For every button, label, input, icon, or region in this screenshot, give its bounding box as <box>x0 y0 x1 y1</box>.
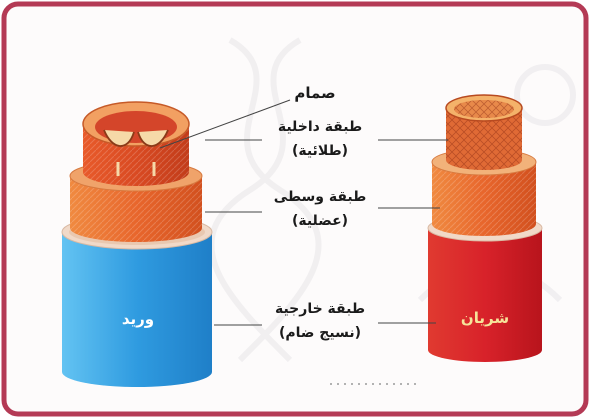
outer-layer-label: طبقة خارجية <box>262 300 378 318</box>
artery-outer-layer <box>428 228 542 362</box>
artery-name-label: شريان <box>450 309 520 327</box>
valve-label: صمام <box>270 84 360 102</box>
inner-layer-label: طبقة داخلية <box>262 118 378 136</box>
middle-layer-sub-label: (عضلية) <box>262 212 378 230</box>
inner-layer-sub-label: (طلائية) <box>262 142 378 160</box>
middle-layer-label: طبقة وسطى <box>262 188 378 206</box>
vein-name-label: وريد <box>108 310 168 328</box>
outer-layer-sub-label: (نسيج ضام) <box>262 324 378 342</box>
